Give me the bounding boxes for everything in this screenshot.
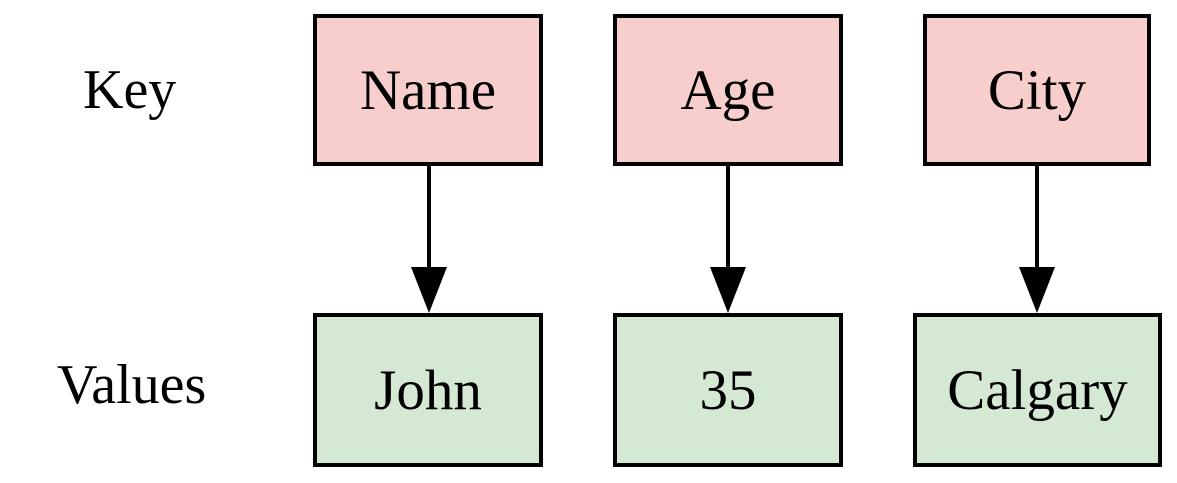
arrow-line: [726, 166, 730, 267]
arrow-down-icon: [411, 267, 447, 313]
arrow-line: [1035, 166, 1039, 267]
key-box-age: Age: [613, 14, 843, 166]
value-box-35: 35: [613, 313, 843, 467]
row-label-key: Key: [83, 59, 177, 121]
arrow-line: [427, 166, 431, 267]
arrow-down-icon: [1019, 267, 1055, 313]
key-box-city: City: [923, 14, 1151, 166]
value-box-john: John: [313, 313, 543, 467]
arrow-age-to-35: [710, 166, 746, 313]
arrow-city-to-calgary: [1019, 166, 1055, 313]
key-box-name: Name: [313, 14, 543, 166]
arrow-name-to-john: [411, 166, 447, 313]
arrow-down-icon: [710, 267, 746, 313]
value-box-calgary: Calgary: [913, 313, 1162, 467]
row-label-values: Values: [57, 354, 207, 416]
